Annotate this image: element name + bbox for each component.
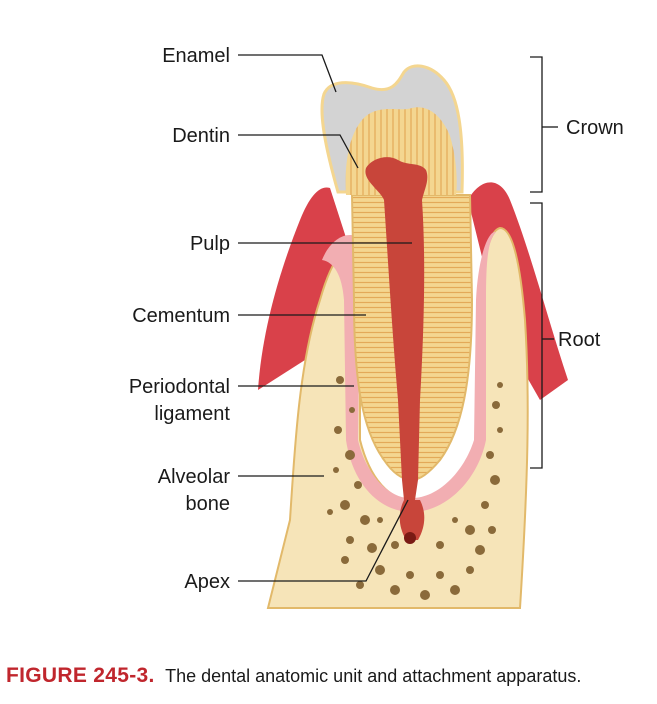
label-pulp: Pulp: [190, 233, 230, 255]
label-root: Root: [558, 329, 601, 351]
figure-caption: FIGURE 245-3. The dental anatomic unit a…: [6, 664, 651, 688]
label-cementum: Cementum: [132, 305, 230, 327]
label-periodontal-line1: Periodontal: [129, 376, 230, 398]
label-alveolar-line2: bone: [186, 493, 231, 515]
label-dentin: Dentin: [172, 125, 230, 147]
label-alveolar-line1: Alveolar: [158, 466, 231, 488]
label-apex: Apex: [184, 571, 230, 593]
label-crown: Crown: [566, 117, 624, 139]
bracket-crown: [530, 57, 558, 192]
leader-enamel: [238, 55, 336, 92]
label-enamel: Enamel: [162, 45, 230, 67]
label-periodontal-line2: ligament: [154, 403, 230, 425]
caption-number: FIGURE 245-3.: [6, 664, 155, 687]
caption-text: The dental anatomic unit and attachment …: [165, 666, 581, 686]
